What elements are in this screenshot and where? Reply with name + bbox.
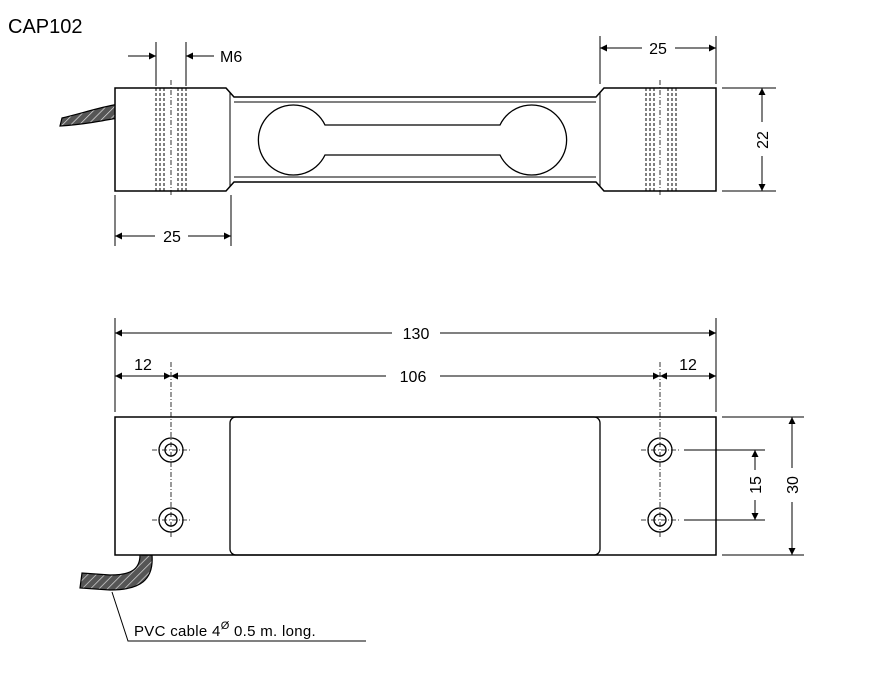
top-view: 130 12 106 12 15 30 — [79, 318, 804, 591]
side-right-thread-hidden — [645, 80, 677, 196]
dim-height: 22 — [755, 131, 772, 149]
dumbbell-cutout — [257, 104, 568, 176]
side-view: M6 25 22 25 — [59, 36, 776, 246]
dim-hole-spacing: 106 — [400, 369, 427, 386]
cable-note-text: PVC cable 4Ø 0.5 m. long. — [134, 620, 316, 640]
side-body-outline — [114, 87, 717, 192]
dim-top-right: 25 — [649, 41, 667, 58]
thread-label: M6 — [220, 49, 242, 66]
cable-note: PVC cable 4Ø 0.5 m. long. — [111, 591, 366, 642]
drawing-title: CAP102 — [8, 16, 83, 38]
dim-width: 30 — [785, 476, 802, 494]
side-left-thread-hidden — [155, 80, 187, 196]
dim-bottom-left: 25 — [163, 229, 181, 246]
top-cable — [79, 554, 153, 591]
cable-note-superscript: Ø — [221, 620, 230, 632]
cable-note-suffix: 0.5 m. long. — [230, 623, 316, 640]
dim-left-margin: 12 — [134, 357, 152, 374]
dim-right-margin: 12 — [679, 357, 697, 374]
top-body-outline — [114, 416, 717, 556]
dim-total-length: 130 — [403, 326, 430, 343]
dim-hole-pitch: 15 — [748, 476, 765, 494]
cable-note-prefix: PVC cable 4 — [134, 623, 221, 640]
